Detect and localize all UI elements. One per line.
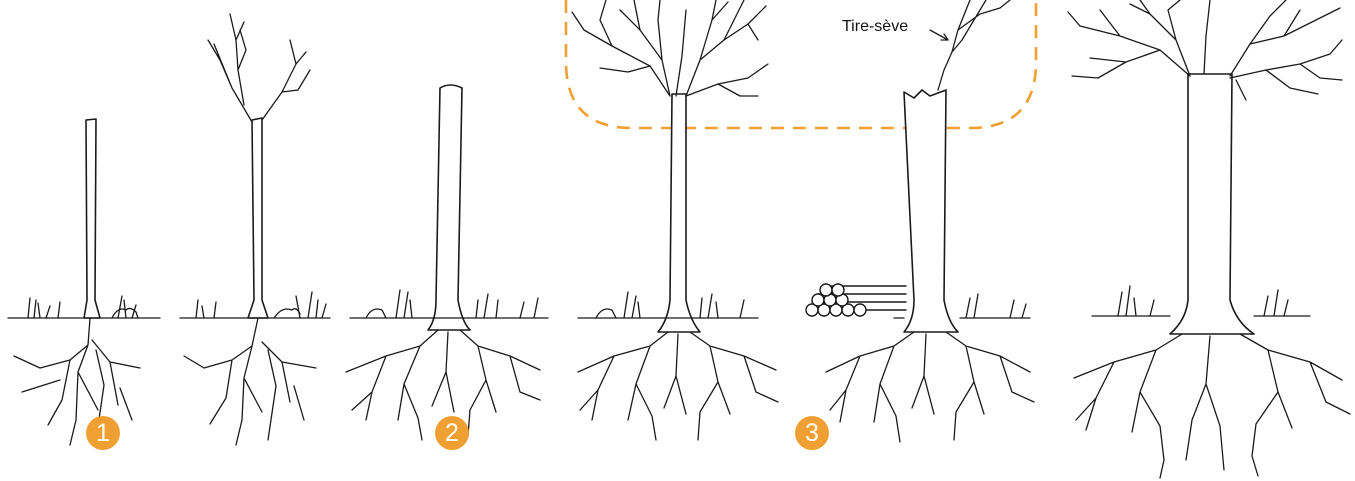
- tree-mature: [1068, 0, 1350, 478]
- stage-badge-3: 3: [795, 416, 829, 450]
- tree-cut-with-sap-riser: [826, 0, 1034, 442]
- sap-riser-label: Tire-sève: [842, 18, 908, 36]
- crown-highlight-box: [566, 0, 1036, 128]
- tree-regrown-crown: [572, 0, 778, 440]
- tree-young: [180, 14, 330, 445]
- tree-sapling: [8, 119, 160, 445]
- stage-badge-2: 2: [435, 416, 469, 450]
- pointer-arrow-icon: [930, 30, 948, 40]
- stacked-logs-icon: [806, 284, 906, 316]
- stage-badge-1: 1: [86, 416, 120, 450]
- tree-pollarded: [346, 85, 548, 440]
